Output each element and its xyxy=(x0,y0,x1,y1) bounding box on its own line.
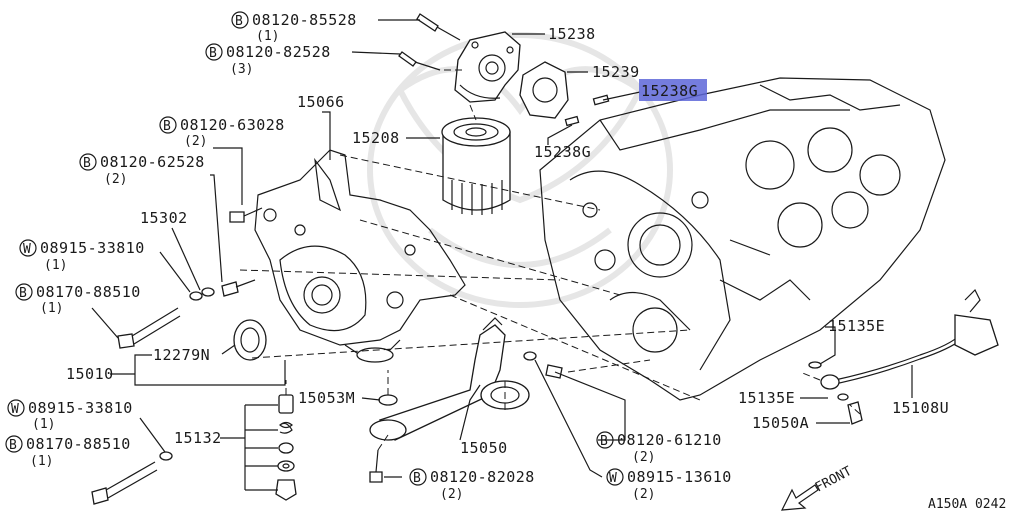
diagram-code: A150A 0242 xyxy=(928,497,1006,511)
fastener-callout[interactable]: W 08915-33810 (1) xyxy=(19,239,145,273)
oil-filter-drawing xyxy=(441,117,511,215)
label-15208[interactable]: 15208 xyxy=(352,129,400,147)
fastener-qty: (2) xyxy=(440,487,463,502)
highlighted-part-15238G[interactable] xyxy=(639,79,707,101)
leader-lines xyxy=(91,19,913,491)
fastener-callout[interactable]: B 08170-88510 (1) xyxy=(5,435,131,469)
fastener-number: 08120-82028 xyxy=(430,468,535,486)
fastener-callout[interactable]: B 08120-62528 (2) xyxy=(79,153,205,187)
oil-seal-drawing xyxy=(233,319,267,361)
fastener-callout[interactable]: B 08120-85528 (1) xyxy=(231,11,357,44)
fastener-qty: (1) xyxy=(32,417,55,432)
label-15238G[interactable]: 15238G xyxy=(534,143,591,161)
fastener-number: 08120-82528 xyxy=(226,43,331,61)
fastener-number: 08915-33810 xyxy=(40,239,145,257)
fastener-callout[interactable]: B 08120-82028 (2) xyxy=(409,468,535,502)
fastener-prefix: B xyxy=(413,471,421,486)
fastener-callout[interactable]: B 08120-61210 (2) xyxy=(596,431,722,465)
fastener-callout[interactable]: W 08915-13610 (2) xyxy=(606,468,732,502)
label-15238[interactable]: 15238 xyxy=(548,25,596,43)
fastener-callout[interactable]: B 08120-82528 (3) xyxy=(205,43,331,77)
fastener-callout[interactable]: B 08120-63028 (2) xyxy=(159,116,285,149)
o-ring-drawing xyxy=(378,394,398,406)
oil-pressure-switch-drawing xyxy=(808,288,999,425)
bolt-drawings xyxy=(91,13,563,505)
fastener-number: 08170-88510 xyxy=(36,283,141,301)
fastener-qty: (1) xyxy=(44,258,67,273)
fastener-qty: (1) xyxy=(40,301,63,316)
label-15132[interactable]: 15132 xyxy=(174,429,222,447)
fastener-qty: (2) xyxy=(184,134,207,149)
label-15135E-bottom[interactable]: 15135E xyxy=(738,389,795,407)
fastener-qty: (3) xyxy=(230,62,253,77)
front-cover-drawing xyxy=(254,149,466,363)
fastener-prefix: W xyxy=(11,402,19,417)
gasket-drawing xyxy=(519,61,569,119)
label-15239[interactable]: 15239 xyxy=(592,63,640,81)
assembly-dashed-lines xyxy=(239,69,861,451)
fastener-callout[interactable]: B 08170-88510 (1) xyxy=(15,283,141,316)
fastener-number: 08120-61210 xyxy=(617,431,722,449)
fastener-number: 08120-62528 xyxy=(100,153,205,171)
fastener-prefix: B xyxy=(600,434,608,449)
fastener-callout[interactable]: W 08915-33810 (1) xyxy=(7,399,133,432)
fastener-prefix: W xyxy=(23,242,31,257)
oil-strainer-drawing xyxy=(369,317,530,441)
label-15050A[interactable]: 15050A xyxy=(752,414,809,432)
engine-block-drawing xyxy=(539,77,946,401)
label-15135E-top[interactable]: 15135E xyxy=(828,317,885,335)
label-15053M[interactable]: 15053M xyxy=(298,389,355,407)
fastener-prefix: W xyxy=(609,471,617,486)
fastener-prefix: B xyxy=(235,14,243,29)
fastener-qty: (2) xyxy=(632,487,655,502)
label-12279N[interactable]: 12279N xyxy=(153,346,210,364)
fastener-qty: (1) xyxy=(30,454,53,469)
fastener-prefix: B xyxy=(163,119,171,134)
fastener-number: 08915-13610 xyxy=(627,468,732,486)
relief-valve-parts xyxy=(275,394,297,501)
fastener-number: 08915-33810 xyxy=(28,399,133,417)
fastener-prefix: B xyxy=(19,286,27,301)
fastener-qty: (2) xyxy=(104,172,127,187)
fastener-number: 08170-88510 xyxy=(26,435,131,453)
label-15238G-highlighted[interactable]: 15238G xyxy=(641,82,698,100)
dowel-pins xyxy=(564,94,610,127)
fastener-number: 08120-63028 xyxy=(180,116,285,134)
fastener-qty: (2) xyxy=(632,450,655,465)
fastener-prefix: B xyxy=(83,156,91,171)
label-15108U[interactable]: 15108U xyxy=(892,399,949,417)
label-15010[interactable]: 15010 xyxy=(66,365,114,383)
fastener-prefix: B xyxy=(9,438,17,453)
fastener-qty: (1) xyxy=(256,29,279,44)
front-label: FRONT xyxy=(813,464,855,496)
label-15302[interactable]: 15302 xyxy=(140,209,188,227)
oil-filter-bracket-drawing xyxy=(454,31,521,103)
label-15066[interactable]: 15066 xyxy=(297,93,345,111)
fastener-prefix: B xyxy=(209,46,217,61)
label-15050[interactable]: 15050 xyxy=(460,439,508,457)
front-arrow-icon xyxy=(780,484,819,511)
fastener-number: 08120-85528 xyxy=(252,11,357,29)
